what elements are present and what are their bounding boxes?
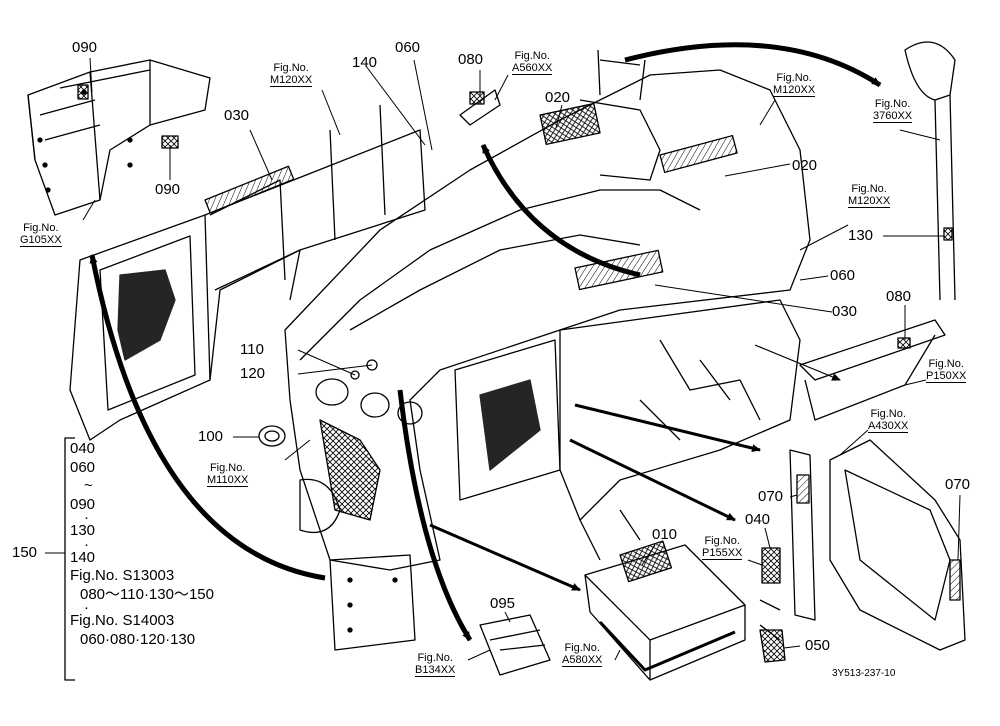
fig-ref-p150: Fig.No.P150XX: [926, 358, 967, 383]
fig-ref-m120-mid: Fig.No.M120XX: [848, 183, 891, 208]
callout-010: 010: [652, 526, 678, 543]
fitting-040-050: [759, 547, 786, 663]
left-side-panel: [69, 104, 426, 441]
callout-020-right: 020: [792, 157, 818, 174]
legend-dot-2: ·: [84, 535, 89, 553]
gasket-100: [258, 425, 286, 447]
callout-100: 100: [198, 428, 224, 445]
callout-020-top: 020: [545, 89, 571, 106]
callout-140: 140: [352, 54, 378, 71]
fig-ref-g105: Fig.No.G105XX: [20, 222, 62, 247]
battery-010: [584, 540, 746, 681]
fig-ref-a560: Fig.No.A560XX: [512, 50, 553, 75]
assembly-arrow-7: [429, 523, 581, 592]
legend-item-090: 090: [70, 495, 96, 513]
side-bracket-p150: [799, 319, 946, 421]
legend-ref2-dot: ·: [84, 599, 89, 616]
fig-ref-b134: Fig.No.B134XX: [415, 652, 456, 677]
callout-090-bracket: 090: [155, 181, 181, 198]
legend-ref1-label: Fig.No. S13003: [70, 567, 175, 584]
callout-120: 120: [240, 365, 266, 382]
callout-050: 050: [805, 637, 831, 654]
callout-110: 110: [240, 341, 264, 358]
legend-bracket: [64, 437, 75, 681]
legend-ref1-parts: 080～110·130～150: [80, 585, 214, 603]
assembly-arrow-2: [480, 143, 641, 278]
callout-095: 095: [490, 595, 516, 612]
bracket-part-g105: [27, 59, 211, 216]
assembly-arrow-5: [574, 403, 761, 452]
fig-ref-m110: Fig.No.M110XX: [207, 462, 249, 487]
legend-item-040: 040: [70, 440, 96, 457]
callout-070-right: 070: [945, 476, 971, 493]
callout-030-left: 030: [224, 107, 250, 124]
fig-ref-a580: Fig.No.A580XX: [562, 642, 603, 667]
upper-cover: [597, 49, 646, 101]
legend-item-140: 140: [70, 548, 96, 566]
fig-ref-p155: Fig.No.P155XX: [702, 535, 743, 560]
fig-ref-m120-right: Fig.No.M120XX: [773, 72, 816, 97]
assembly-arrow-1: [89, 254, 326, 581]
callout-080-top: 080: [458, 51, 484, 68]
callout-060-top: 060: [395, 39, 421, 56]
exhaust-pipe: [904, 41, 956, 301]
callout-130: 130: [848, 227, 874, 244]
callout-080-right: 080: [886, 288, 912, 305]
control-unit-095: [479, 614, 551, 676]
assembly-arrow-8: [754, 344, 841, 381]
assembly-arrow-4: [397, 389, 473, 642]
callout-150: 150: [12, 544, 38, 561]
callout-030-right: 030: [832, 303, 858, 320]
callout-070-left: 070: [758, 488, 784, 505]
drawing-code: 3Y513-237-10: [832, 668, 896, 679]
fig-ref-a430: Fig.No.A430XX: [868, 408, 909, 433]
legend-item-060: 060: [70, 458, 96, 476]
fig-ref-3760: Fig.No.3760XX: [873, 98, 913, 123]
legend-range-symbol: ~: [84, 477, 93, 494]
fig-ref-m120-top: Fig.No.M120XX: [270, 62, 313, 87]
callout-060-right: 060: [830, 267, 856, 284]
assembly-arrow-3: [624, 42, 882, 88]
legend-item-130: 130: [70, 522, 96, 539]
callout-090-top: 090: [72, 39, 98, 56]
front-bracket: [329, 554, 416, 651]
callout-040: 040: [745, 511, 771, 528]
hood-assembly: [284, 69, 811, 571]
legend-150: 040 060 ~ 090 · 130 · 140 Fig.No. S13003…: [70, 440, 214, 649]
assembly-arrow-6: [569, 438, 736, 522]
legend-ref2-parts: 060·080·120·130: [80, 630, 196, 648]
legend-dot-1: ·: [84, 509, 89, 526]
engine-bay-frame: [559, 299, 801, 561]
bracket-a560: [459, 89, 501, 126]
fan-shroud-a430: [789, 439, 966, 651]
legend-ref2-label: Fig.No. S14003: [70, 612, 175, 629]
